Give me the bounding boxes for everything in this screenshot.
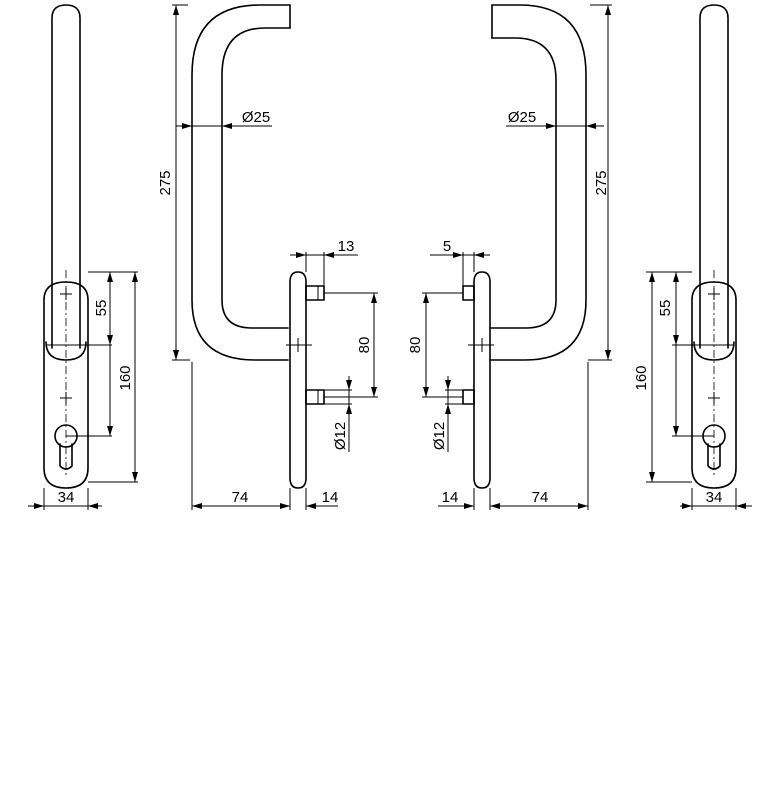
left-side-160-label: 160 — [117, 365, 134, 390]
left-front-80-label: 80 — [356, 337, 373, 354]
right-side-55-label: 55 — [657, 300, 674, 317]
left-front-275-label: 275 — [157, 170, 174, 195]
right-front-plate — [473, 271, 491, 489]
right-front-74-label: 74 — [532, 489, 549, 506]
left-side-55-label: 55 — [93, 300, 110, 317]
right-side-34-label: 34 — [706, 489, 723, 506]
left-side-plate-outline — [43, 281, 89, 489]
left-side-lever-outline — [51, 4, 81, 349]
right-side-160-label: 160 — [633, 365, 650, 390]
left-front-dia25-label: Ø25 — [242, 109, 270, 126]
right-front-275-label: 275 — [593, 170, 610, 195]
right-front-handle-inner — [489, 37, 557, 329]
right-side-plate-outline — [691, 281, 737, 489]
left-front-14-label: 14 — [322, 489, 339, 506]
right-side-lever-outline — [699, 4, 729, 349]
left-front-74-label: 74 — [232, 489, 249, 506]
right-front-80-label: 80 — [407, 337, 424, 354]
right-side-view: 55 160 34 — [633, 4, 752, 510]
right-front-14-label: 14 — [442, 489, 459, 506]
right-front-handle-outer — [489, 4, 587, 361]
right-front-dia12-label: Ø12 — [431, 422, 448, 450]
left-front-view: 275 Ø25 74 14 13 80 Ø — [157, 4, 378, 510]
right-front-dia25-label: Ø25 — [508, 109, 536, 126]
left-front-dia12-label: Ø12 — [332, 422, 349, 450]
right-front-view: 275 Ø25 14 74 5 80 Ø1 — [407, 4, 612, 510]
right-side-rose — [693, 341, 735, 361]
right-front-5-label: 5 — [443, 238, 451, 255]
left-side-rose — [45, 341, 87, 361]
left-front-13-label: 13 — [338, 238, 355, 255]
left-front-handle-outer — [191, 4, 291, 361]
left-side-34-label: 34 — [58, 489, 75, 506]
left-front-plate — [289, 271, 307, 489]
left-front-handle-inner — [221, 27, 291, 329]
left-side-view: 55 160 34 — [28, 4, 138, 510]
